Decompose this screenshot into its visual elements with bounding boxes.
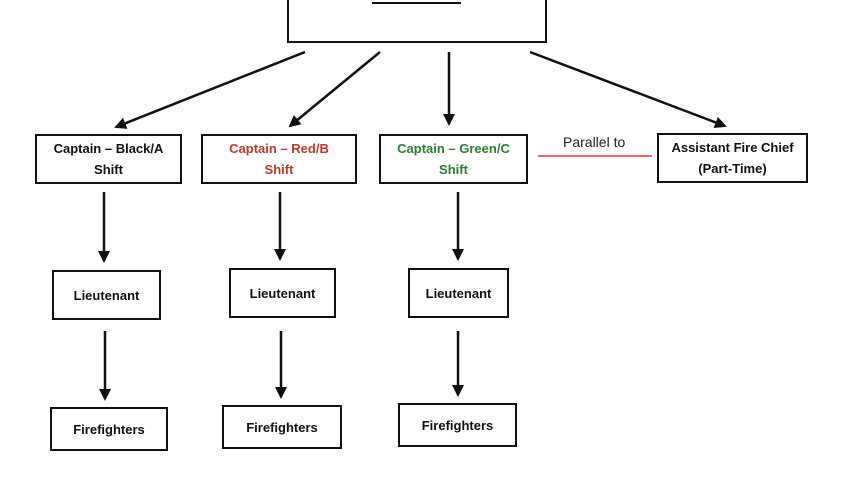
captain-green-shift-title: Captain – Green/C (397, 141, 510, 156)
lieutenant-label: Lieutenant (249, 285, 316, 301)
firefighters-label: Firefighters (73, 421, 145, 437)
captain-black-shift-box: Captain – Black/A Shift (35, 134, 182, 184)
top-box (287, 0, 547, 43)
firefighters-label: Firefighters (246, 419, 318, 435)
captain-green-shift-box: Captain – Green/C Shift (379, 134, 528, 184)
firefighters-green-box: Firefighters (398, 403, 517, 447)
lieutenant-green-box: Lieutenant (408, 268, 509, 318)
assistant-fire-chief-box: Assistant Fire Chief (Part-Time) (657, 133, 808, 183)
parallel-to-label: Parallel to (563, 134, 626, 150)
captain-red-shift-subtitle: Shift (264, 162, 294, 177)
arrow-to-captain-red (288, 51, 381, 128)
lieutenant-black-box: Lieutenant (52, 270, 161, 320)
arrow-to-assistant-chief (529, 50, 727, 129)
captain-red-shift-box: Captain – Red/B Shift (201, 134, 357, 184)
firefighters-label: Firefighters (421, 417, 494, 433)
assistant-fire-chief-subtitle: (Part-Time) (698, 161, 767, 176)
lieutenant-red-box: Lieutenant (229, 268, 336, 318)
captain-red-shift-title: Captain – Red/B (229, 141, 329, 156)
lieutenant-label: Lieutenant (425, 285, 492, 301)
assistant-fire-chief-title: Assistant Fire Chief (671, 140, 794, 155)
firefighters-black-box: Firefighters (50, 407, 168, 451)
arrow-to-captain-black (114, 50, 306, 129)
captain-black-shift-subtitle: Shift (94, 162, 123, 177)
lieutenant-label: Lieutenant (73, 287, 140, 303)
captain-black-shift-title: Captain – Black/A (53, 141, 164, 156)
captain-green-shift-subtitle: Shift (439, 162, 468, 177)
firefighters-red-box: Firefighters (222, 405, 342, 449)
